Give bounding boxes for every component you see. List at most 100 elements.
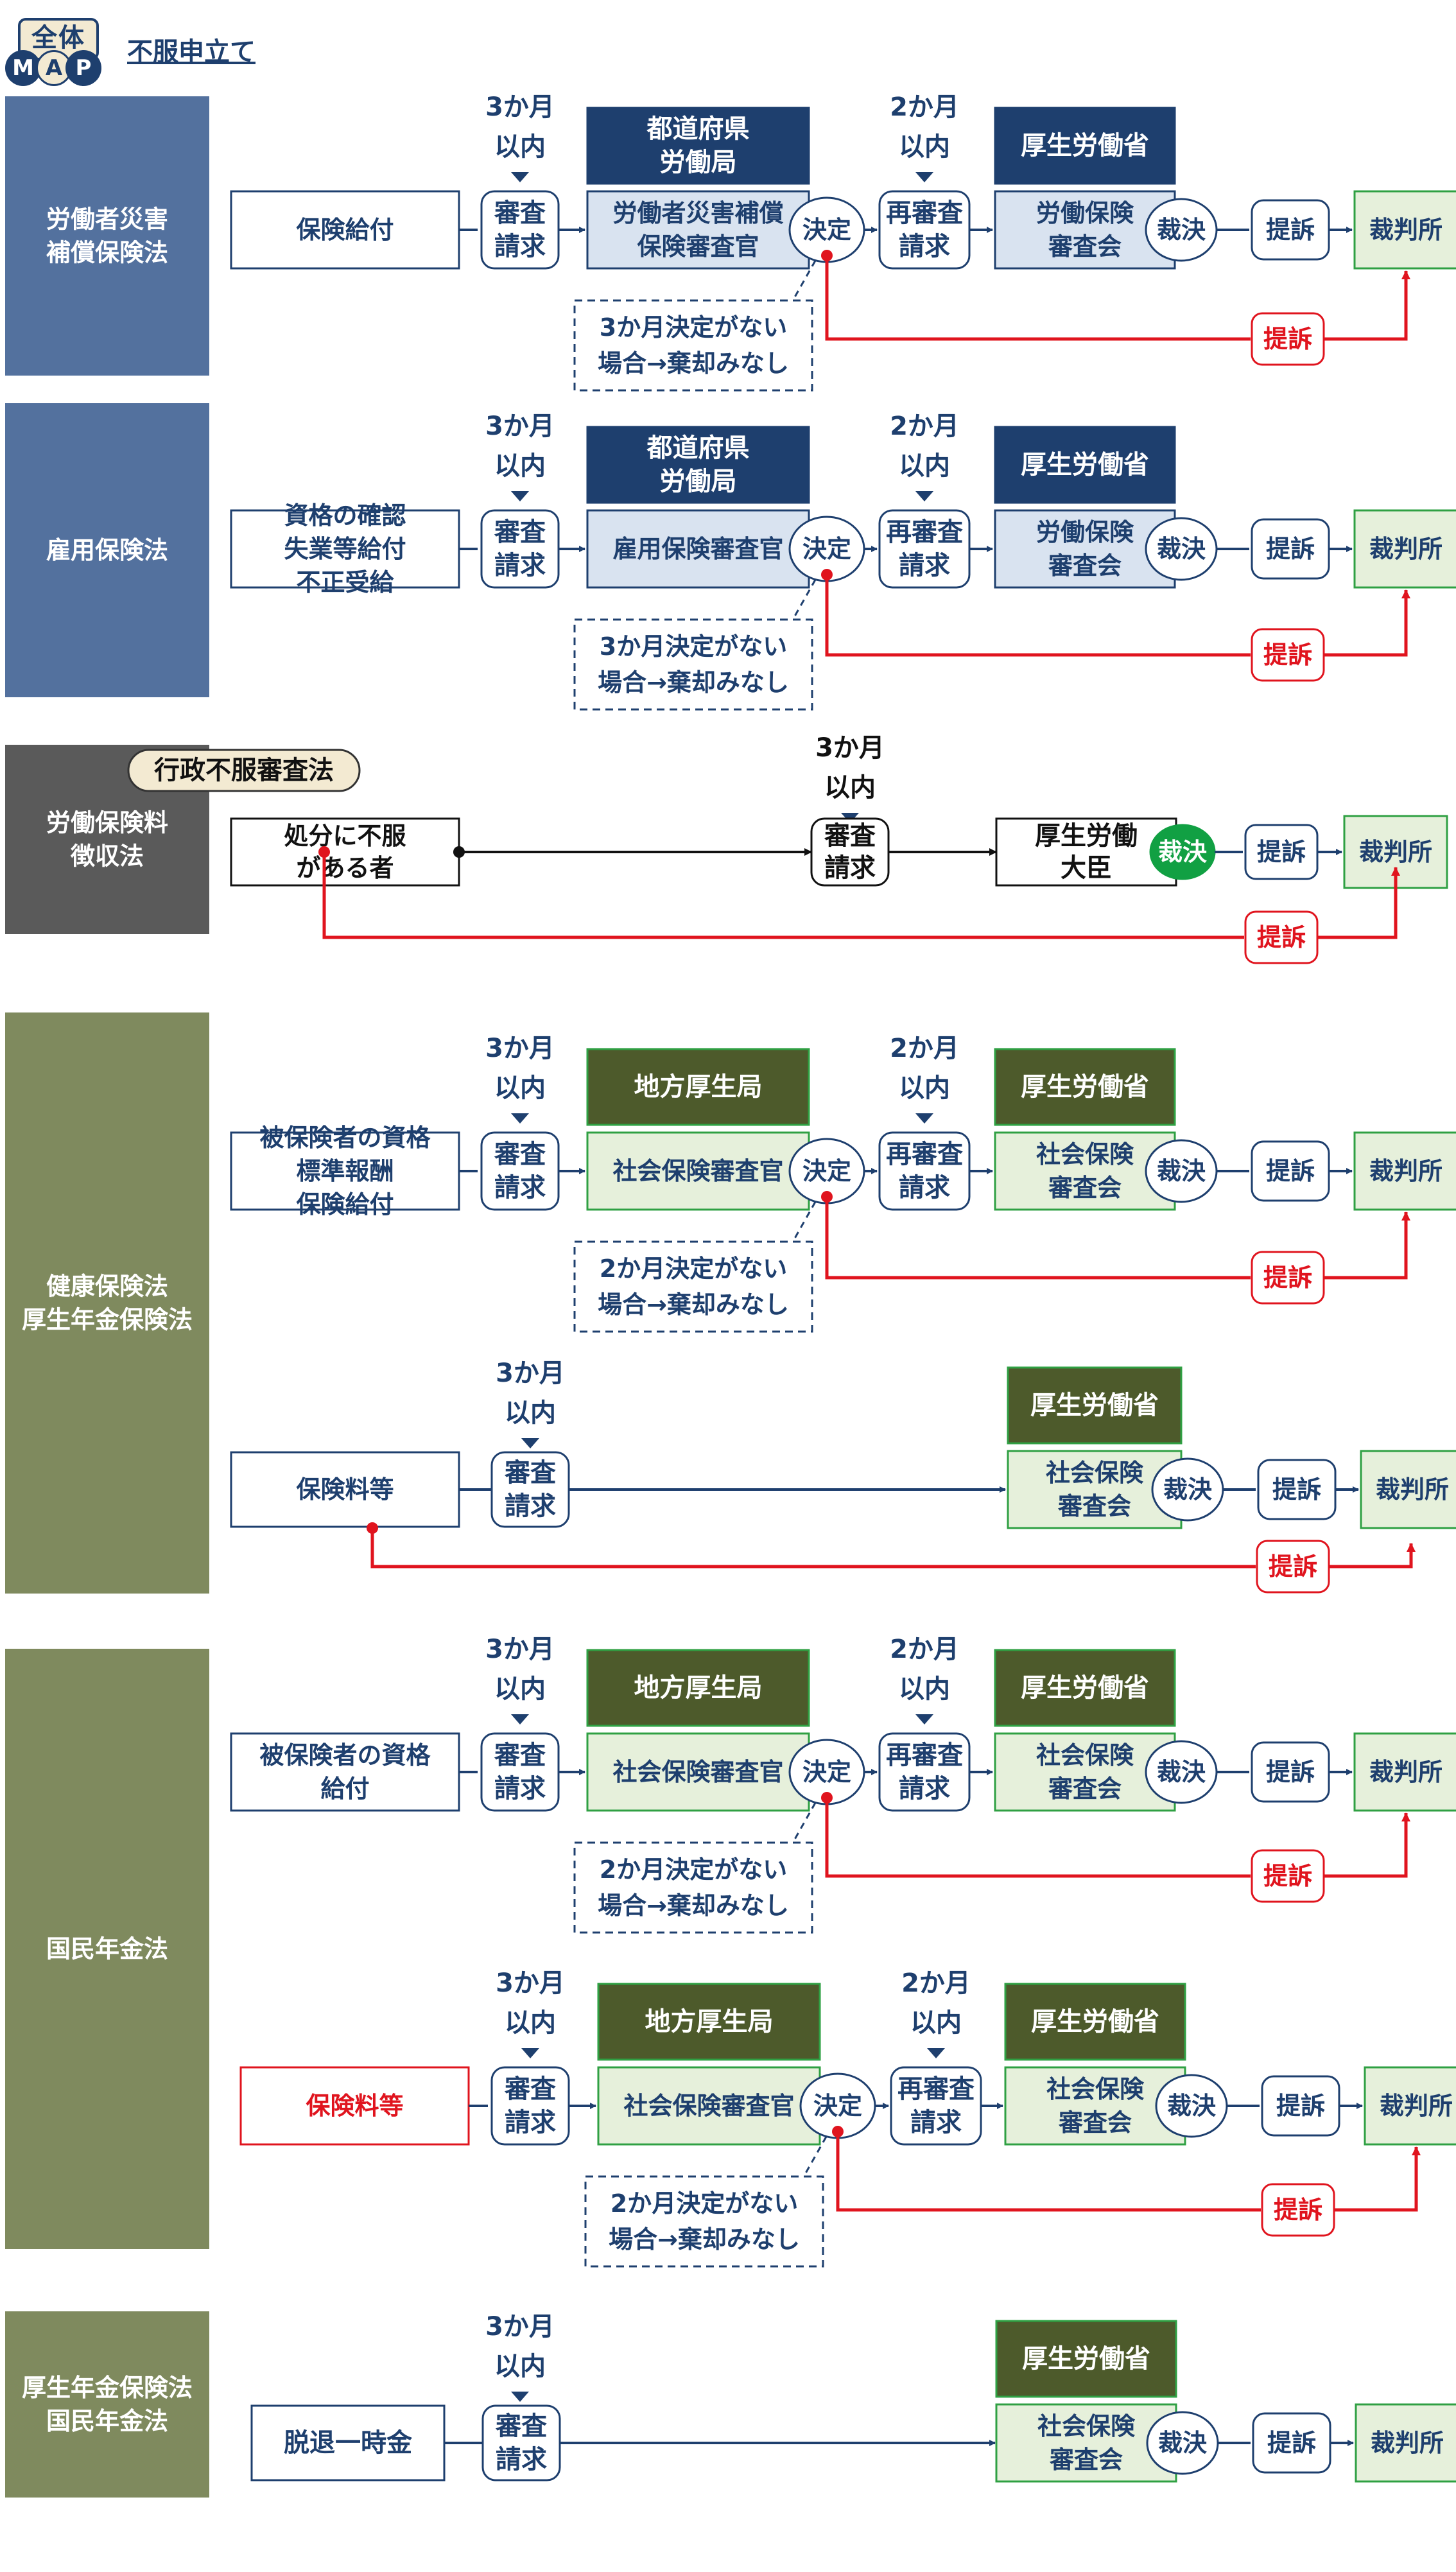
row-pension-rereview-deadline-arrow	[915, 1714, 933, 1725]
row-employment-agency-header-label-line-1: 都道府県	[646, 433, 750, 463]
row-health-examiner-box-label: 社会保険審査官	[612, 1157, 783, 1185]
row-lump-sum-council-box-label-line-1: 社会保険	[1037, 2412, 1136, 2440]
row-labor-premium-review-box-label-line-1: 審査	[824, 821, 876, 851]
row-labor-premium-admin-law-tag	[127, 749, 361, 792]
row-labor-accident-review-box-label-line-2: 請求	[494, 232, 546, 261]
row-employment-suit-path-1	[825, 575, 1251, 657]
row-pension-premium-source-box-label: 保険料等	[306, 2092, 403, 2120]
row-labor-accident-direct-suit-box-label: 提訴	[1263, 325, 1312, 353]
row-health-premium-suit-box-label: 提訴	[1272, 1475, 1321, 1504]
row-pension-source-box-label-line-1: 被保険者の資格	[259, 1741, 431, 1769]
row-employment-direct-suit-box-label: 提訴	[1263, 641, 1312, 669]
row-pension-premium-review-deadline-line-2: 以内	[505, 2008, 556, 2038]
row-employment-suit-path-2	[1324, 589, 1410, 657]
row-health-premium-ruling-oval-label: 裁決	[1163, 1475, 1212, 1504]
row-pension-premium-council-box	[1004, 2066, 1186, 2146]
row-employment-rereview-deadline-line-1: 2か月	[890, 412, 959, 441]
row-pension-suit-path-2	[1324, 1812, 1410, 1878]
row-health-note-leader	[792, 1201, 817, 1242]
row-pension-premium-ministry-header	[1004, 1983, 1186, 2061]
row-labor-accident-review-deadline-line-1: 3か月	[485, 92, 555, 122]
row-pension-premium-court-box-label: 裁判所	[1380, 2092, 1453, 2120]
row-employment-council-box-label-line-1: 労働保険	[1036, 518, 1134, 546]
row-pension-premium-review-deadline-line-1: 3か月	[496, 1968, 565, 1998]
row-lump-sum-ministry-header	[995, 2320, 1177, 2398]
row-labor-accident-review-deadline-line-2: 以内	[494, 132, 546, 162]
row-pension-examiner-box-label: 社会保険審査官	[612, 1758, 783, 1786]
row-labor-accident-note-box-label-line-1: 3か月決定がない	[600, 313, 787, 342]
row-employment-court-box-label: 裁判所	[1369, 535, 1443, 563]
section-health-pension-label-line-2: 厚生年金保険法	[22, 1306, 193, 1334]
map-letter-m: M	[5, 50, 41, 86]
row-labor-accident-council-box-label-line-1: 労働保険	[1036, 199, 1134, 227]
row-labor-accident-rereview-box-label-line-1: 再審査	[886, 198, 963, 228]
row-pension-council-box-label-line-1: 社会保険	[1036, 1741, 1134, 1769]
row-health-note-box	[573, 1240, 813, 1333]
row-pension-premium-rereview-deadline-arrow	[927, 2048, 945, 2058]
row-pension-premium-decision-oval-label: 決定	[813, 2092, 862, 2120]
row-pension-review-deadline-line-2: 以内	[494, 1674, 546, 1704]
row-employment-source-box-label-line-2: 失業等給付	[284, 535, 406, 563]
row-labor-premium-review-box-label-line-2: 請求	[824, 853, 876, 883]
row-pension-review-deadline-line-1: 3か月	[485, 1635, 555, 1664]
row-employment-note-box-label-line-2: 場合→棄却みなし	[598, 668, 789, 697]
row-labor-premium-admin-law-tag-label: 行政不服審査法	[154, 756, 334, 785]
row-labor-premium-suit-path-2	[1317, 867, 1400, 939]
row-labor-accident-decision-oval-label: 決定	[802, 216, 851, 244]
row-labor-accident-note-box	[573, 299, 813, 392]
row-health-court-box-label: 裁判所	[1369, 1157, 1443, 1185]
row-pension-premium-council-box-label-line-1: 社会保険	[1046, 2075, 1145, 2103]
section-lump-sum-label-line-1: 厚生年金保険法	[22, 2374, 193, 2402]
row-employment-note-box	[573, 618, 813, 711]
row-employment-review-box-label-line-1: 審査	[494, 517, 546, 547]
row-health-premium-review-deadline-arrow	[521, 1438, 539, 1448]
row-employment-council-box	[994, 509, 1176, 589]
row-health-review-deadline-arrow	[511, 1113, 529, 1124]
row-employment-ministry-header	[994, 426, 1176, 504]
row-health-ministry-header-label: 厚生労働省	[1021, 1072, 1149, 1102]
row-labor-accident-review-box-label-line-1: 審査	[494, 198, 546, 228]
row-pension-examiner-box	[586, 1732, 810, 1812]
row-pension-premium-suit-path-2	[1334, 2146, 1421, 2212]
row-pension-source-box-label-line-2: 給付	[320, 1775, 369, 1803]
row-pension-suit-box-label: 提訴	[1266, 1758, 1315, 1786]
row-labor-accident-examiner-box-label-line-2: 保険審査官	[637, 232, 759, 261]
row-employment-note-leader	[792, 579, 817, 620]
row-employment-review-box-label-line-2: 請求	[494, 551, 546, 580]
row-employment-ruling-oval-label: 裁決	[1157, 535, 1206, 563]
row-pension-premium-rereview-box-label-line-1: 再審査	[897, 2074, 975, 2104]
row-health-examiner-box	[586, 1131, 810, 1211]
row-health-source-box	[230, 1131, 460, 1211]
objection-link[interactable]: 不服申立て	[127, 37, 256, 67]
row-pension-premium-ministry-header-label: 厚生労働省	[1031, 2007, 1159, 2037]
row-pension-premium-note-box-label-line-2: 場合→棄却みなし	[609, 2225, 800, 2254]
row-lump-sum-court-box-label: 裁判所	[1371, 2429, 1444, 2457]
row-labor-accident-examiner-box-label-line-1: 労働者災害補償	[612, 199, 783, 227]
row-lump-sum-suit-box-label: 提訴	[1267, 2429, 1316, 2457]
row-pension-rereview-box-label-line-2: 請求	[899, 1774, 950, 1803]
row-employment-rereview-box-label-line-1: 再審査	[886, 517, 963, 547]
row-labor-accident-review-deadline-arrow	[511, 172, 529, 182]
row-pension-premium-agency-header-label: 地方厚生局	[645, 2007, 774, 2037]
row-health-premium-review-deadline-line-1: 3か月	[496, 1359, 565, 1388]
row-labor-premium-court-box-label: 裁判所	[1359, 838, 1432, 866]
row-pension-premium-direct-suit-box-label: 提訴	[1274, 2196, 1322, 2224]
row-employment-source-box-label-line-1: 資格の確認	[284, 501, 406, 530]
section-labor-accident	[5, 96, 209, 376]
row-labor-accident-council-box-label-line-2: 審査会	[1048, 232, 1122, 261]
row-pension-note-box-label-line-1: 2か月決定がない	[600, 1855, 787, 1884]
row-pension-agency-header-label: 地方厚生局	[634, 1673, 763, 1703]
row-labor-accident-ruling-oval-label: 裁決	[1157, 216, 1206, 244]
row-employment-review-deadline-arrow	[511, 491, 529, 501]
row-health-council-box-label-line-2: 審査会	[1048, 1174, 1122, 1202]
row-health-decision-oval-label: 決定	[802, 1157, 851, 1185]
row-health-review-box-label-line-2: 請求	[494, 1173, 546, 1203]
row-employment-examiner-box-label: 雇用保険審査官	[612, 535, 783, 563]
row-labor-accident-source-box	[230, 190, 460, 270]
row-pension-premium-source-box	[239, 2066, 470, 2146]
row-health-premium-review-box-label-line-2: 請求	[505, 1491, 556, 1521]
row-pension-premium-review-box-label-line-1: 審査	[504, 2074, 556, 2104]
row-labor-premium-minister-box-label-line-2: 大臣	[1061, 853, 1112, 883]
row-health-premium-source-box-label: 保険料等	[296, 1475, 394, 1504]
